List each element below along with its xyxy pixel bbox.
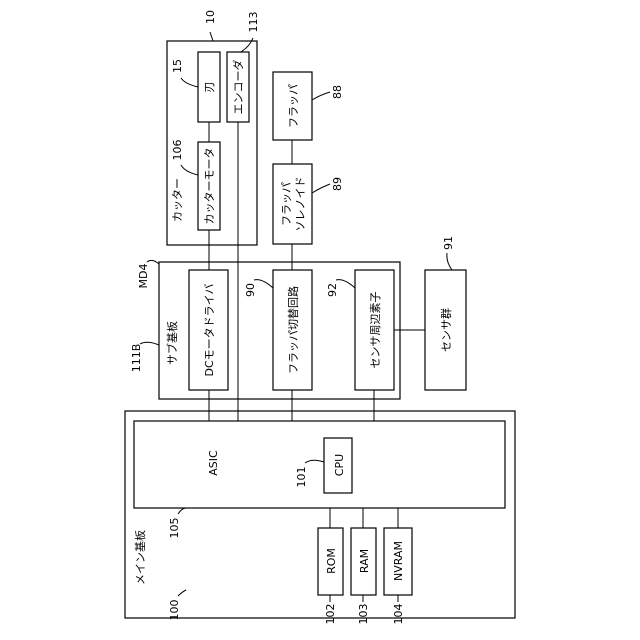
ref-101: 101 xyxy=(295,467,308,488)
asic-box xyxy=(134,421,505,508)
ref-md4: MD4 xyxy=(137,264,150,289)
main-board-label: メイン基板 xyxy=(133,530,147,585)
ram-label: RAM xyxy=(358,549,371,573)
ref-15: 15 xyxy=(171,59,184,73)
ref-10: 10 xyxy=(204,10,217,24)
leader-md4 xyxy=(147,260,159,264)
encoder-label: エンコーダ xyxy=(231,60,245,115)
leader-89 xyxy=(312,184,330,193)
ref-103: 103 xyxy=(357,604,370,625)
nvram-label: NVRAM xyxy=(392,541,405,581)
ref-88: 88 xyxy=(331,85,344,99)
leader-15 xyxy=(181,78,198,87)
leader-105 xyxy=(178,508,186,514)
leader-100 xyxy=(178,590,186,596)
asic-label: ASIC xyxy=(207,450,220,476)
leader-91 xyxy=(447,253,452,270)
leader-10 xyxy=(210,32,213,41)
ref-91: 91 xyxy=(442,236,455,250)
ref-102: 102 xyxy=(324,604,337,625)
ref-111b: 111B xyxy=(130,344,143,373)
dc-motor-driver-label: DCモータドライバ xyxy=(203,284,216,377)
flapper-solenoid-label-1: フラッパ xyxy=(280,182,293,226)
ref-106: 106 xyxy=(171,140,184,161)
flapper-switch-label: フラッパ切替回路 xyxy=(286,286,300,374)
ref-89: 89 xyxy=(331,177,344,191)
cpu-label: CPU xyxy=(333,454,346,476)
leader-106 xyxy=(181,165,198,175)
sub-board-box xyxy=(159,262,400,399)
sensor-periph-label: センサ周辺素子 xyxy=(369,292,382,369)
leader-88 xyxy=(312,92,330,100)
flapper-label: フラッパ xyxy=(287,84,300,128)
ref-104: 104 xyxy=(392,604,405,625)
ref-113: 113 xyxy=(247,12,260,33)
cutter-label: カッター xyxy=(171,178,184,222)
leader-101 xyxy=(305,460,324,463)
sensor-group-label: センサ群 xyxy=(439,308,453,352)
rom-label: ROM xyxy=(325,548,338,574)
sub-board-label: サブ基板 xyxy=(165,321,179,365)
cutter-motor-label: カッターモータ xyxy=(203,148,216,225)
main-board-box xyxy=(125,411,515,618)
ref-100: 100 xyxy=(168,600,181,621)
ref-90: 90 xyxy=(244,283,257,297)
blade-label: 刃 xyxy=(203,82,216,93)
flapper-solenoid-label-2: ソレノイド xyxy=(294,177,307,232)
ref-105: 105 xyxy=(168,518,181,539)
ref-92: 92 xyxy=(326,283,339,297)
leader-113 xyxy=(241,38,253,52)
